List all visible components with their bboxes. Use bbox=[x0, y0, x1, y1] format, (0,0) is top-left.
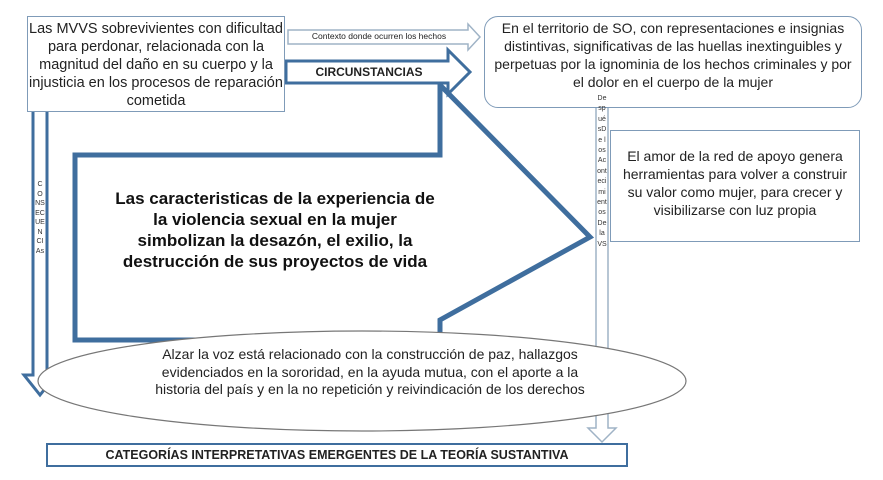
ellipse-text: Alzar la voz está relacionado con la con… bbox=[155, 346, 585, 397]
main-arrow-shape bbox=[72, 78, 595, 343]
after-events-label: DespuésDe losAcontecimientos De laVS bbox=[597, 95, 607, 248]
territory-box: En el territorio de SO, con representaci… bbox=[484, 16, 862, 108]
after-arrow-shape bbox=[586, 91, 618, 444]
circumstances-arrow-shape bbox=[284, 46, 473, 98]
consequences-label: CONSECUENCIAs bbox=[35, 181, 45, 255]
context-label: Contexto donde ocurren los hechos bbox=[311, 31, 447, 41]
main-arrow-text: Las caracteristicas de la experiencia de… bbox=[115, 189, 435, 271]
survivors-box: Las MVVS sobrevivientes con dificultad p… bbox=[27, 16, 285, 112]
ellipse-shape bbox=[37, 330, 687, 432]
support-box: El amor de la red de apoyo genera herram… bbox=[610, 130, 860, 242]
circumstances-label: CIRCUNSTANCIAS bbox=[315, 65, 423, 79]
context-arrow-shape bbox=[287, 22, 482, 52]
footer-box: CATEGORÍAS INTERPRETATIVAS EMERGENTES DE… bbox=[46, 443, 628, 467]
